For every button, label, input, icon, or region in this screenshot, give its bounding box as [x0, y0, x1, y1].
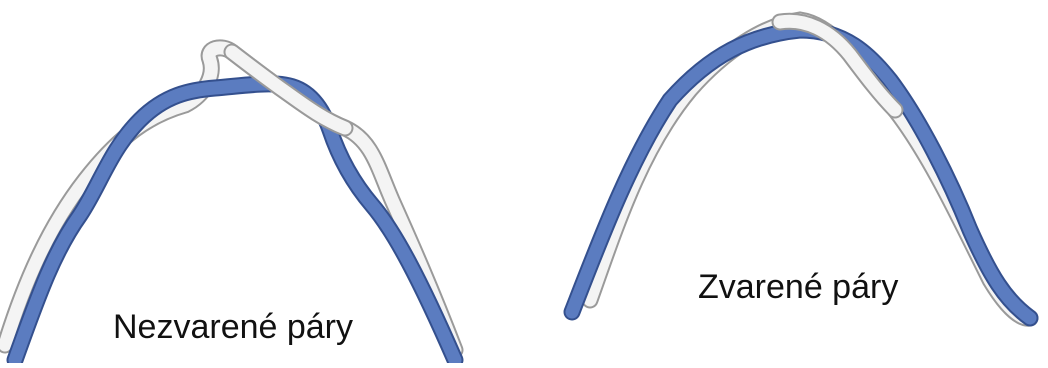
welded-pairs-caption: Zvarené páry — [698, 268, 898, 307]
welded-twisted-pair-illustration — [560, 0, 1048, 363]
welded-pairs-panel: Zvarené páry — [560, 0, 1048, 363]
unwelded-pairs-panel: Nezvarené páry — [0, 0, 520, 363]
unwelded-pairs-caption: Nezvarené páry — [113, 308, 353, 347]
